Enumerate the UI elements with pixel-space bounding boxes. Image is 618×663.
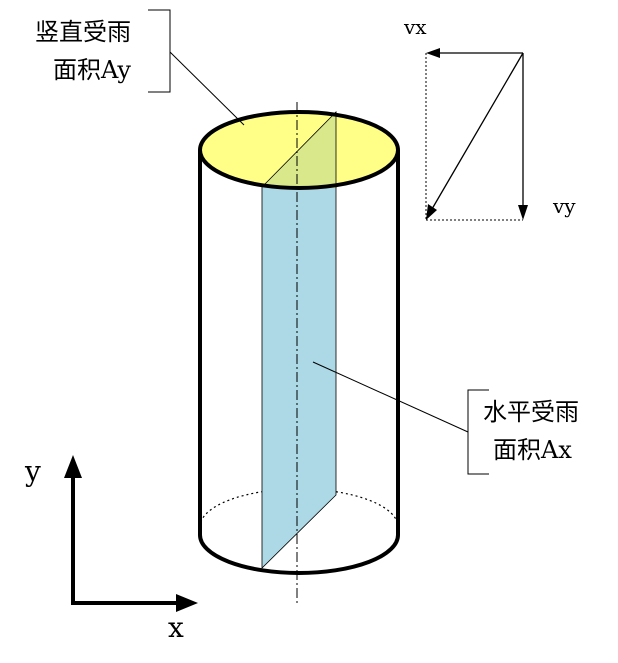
vy-arrowhead bbox=[518, 205, 528, 220]
horizontal-area-bracket bbox=[467, 389, 489, 475]
y-axis-label: y bbox=[24, 455, 41, 488]
vertical-area-leader bbox=[169, 51, 245, 126]
top-diagonal-line bbox=[261, 111, 337, 188]
cylinder-bottom-front-arc bbox=[198, 534, 400, 575]
horizontal-area-leader bbox=[312, 361, 469, 433]
vx-arrowhead bbox=[426, 48, 440, 58]
cylinder-bottom-back-arc bbox=[199, 488, 399, 528]
horizontal-area-label-line2: 面积Ax bbox=[493, 436, 572, 464]
resultant-arrow-line bbox=[431, 52, 524, 210]
vertical-area-label-line1: 竖直受雨 bbox=[35, 18, 131, 46]
resultant-arrowhead bbox=[426, 204, 437, 220]
x-axis-label: x bbox=[168, 611, 184, 644]
y-axis-arrowhead bbox=[64, 455, 82, 478]
horizontal-area-label-line1: 水平受雨 bbox=[483, 398, 579, 426]
vx-label: vx bbox=[403, 15, 427, 39]
vertical-area-bracket bbox=[148, 9, 171, 93]
vertical-area-label-line2: 面积Ay bbox=[53, 56, 131, 84]
vy-label: vy bbox=[552, 194, 576, 218]
x-axis-arrowhead bbox=[176, 594, 198, 612]
